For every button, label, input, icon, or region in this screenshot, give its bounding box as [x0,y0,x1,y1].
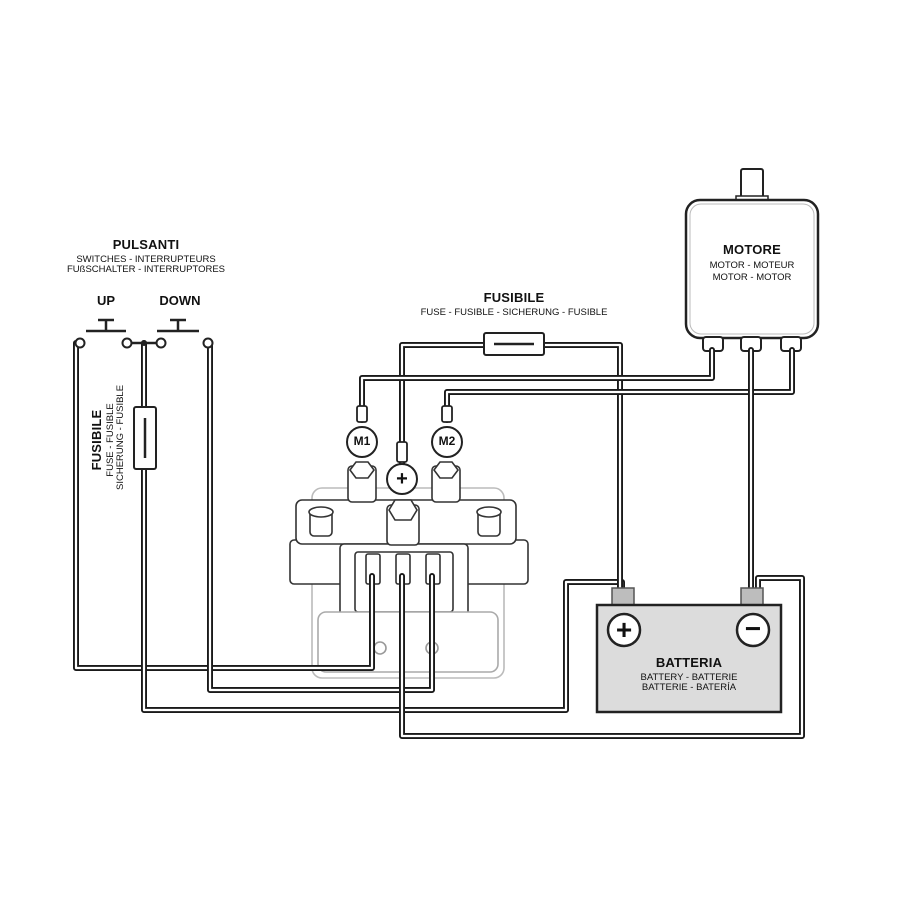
terminal-m1-label: M1 [353,434,371,448]
side-fuse-label: FUSIBILE FUSE - FUSIBLE SICHERUNG - FUSI… [89,384,130,490]
switch-down [155,318,214,349]
terminal-plus-label: + [396,468,408,490]
solenoid [289,461,529,679]
switches-title: PULSANTI [112,237,180,252]
battery-minus-icon: − [744,613,762,644]
terminal-m2-label: M2 [438,434,456,448]
switches-subtitle-2: FUßSCHALTER - INTERRUPTORES [67,263,225,275]
battery-subtitle-1: BATTERY - BATTERIE [640,671,738,683]
top-fuse-subtitle: FUSE - FUSIBLE - SICHERUNG - FUSIBLE [420,306,608,318]
battery-post-minus [740,587,764,607]
motor [684,168,820,352]
top-fuse-label: FUSIBILE FUSE - FUSIBLE - SICHERUNG - FU… [394,291,634,318]
switch-down-label: DOWN [159,293,201,308]
top-fuse-title: FUSIBILE [483,290,545,305]
battery-post-plus [611,587,635,607]
battery-title: BATTERIA [655,655,723,670]
switches-label: PULSANTI SWITCHES - INTERRUPTEURS FUßSCH… [46,238,246,275]
side-fuse [133,406,157,470]
side-fuse-subtitle-2: SICHERUNG - FUSIBLE [114,384,126,490]
motor-subtitle-1: MOTOR - MOTEUR [709,259,795,271]
switches [74,318,214,349]
terminal-m2 [431,405,463,458]
terminal-m1 [346,405,378,458]
side-fuse-title: FUSIBILE [89,409,104,471]
motor-label: MOTORE MOTOR - MOTEUR MOTOR - MOTOR [686,243,818,283]
battery-plus-icon: + [615,614,633,645]
top-fuse [483,332,545,356]
motor-subtitle-2: MOTOR - MOTOR [712,271,792,283]
terminal-plus [386,441,418,495]
battery-label: BATTERIA BATTERY - BATTERIE BATTERIE - B… [597,656,781,693]
motor-shaft [740,168,764,200]
switch-up [74,318,133,349]
switches-subtitle-1: SWITCHES - INTERRUPTEURS [76,253,216,265]
motor-title: MOTORE [722,242,782,257]
battery-subtitle-2: BATTERIE - BATERÍA [641,681,737,693]
battery [595,587,783,714]
switch-up-label: UP [96,293,116,308]
